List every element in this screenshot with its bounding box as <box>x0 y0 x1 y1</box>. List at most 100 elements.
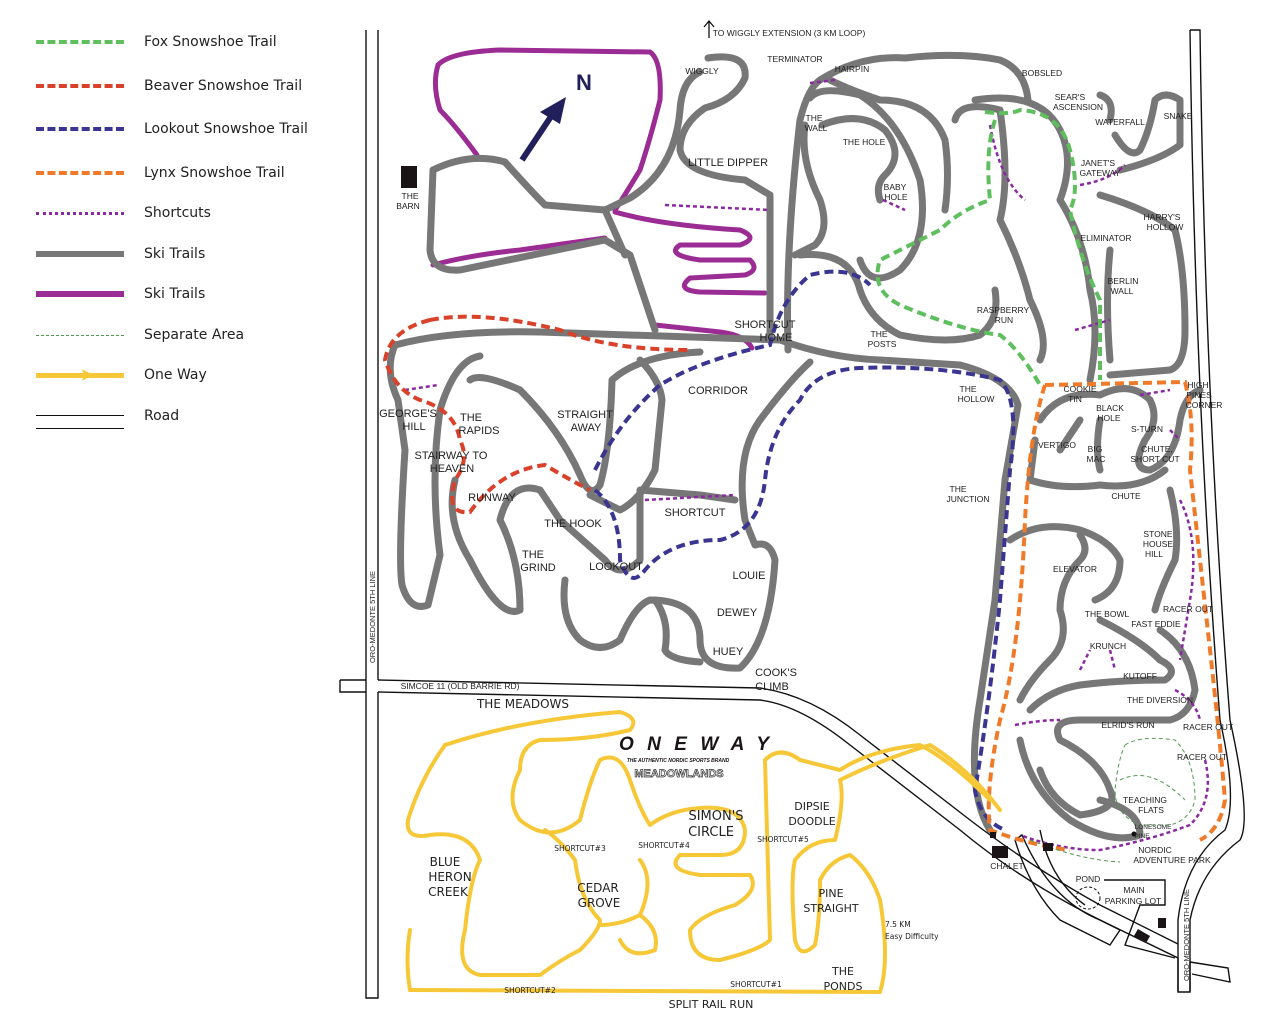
legend-label: Beaver Snowshoe Trail <box>144 78 303 94</box>
roads <box>339 29 1245 999</box>
legend-label: Lynx Snowshoe Trail <box>144 165 285 181</box>
label: HOME <box>760 332 793 344</box>
label: 7.5 KM <box>885 920 911 929</box>
label: TO WIGGLY EXTENSION (3 KM LOOP) <box>713 28 866 38</box>
trail-louie-dewey <box>560 358 814 672</box>
trail-elevator <box>1006 523 1124 704</box>
label: RAPIDS <box>459 425 500 437</box>
label: WALL <box>1111 286 1134 296</box>
simcoe-road-south <box>339 680 1231 993</box>
label: HARRY'S <box>1144 212 1181 222</box>
trail-barn-south <box>426 166 659 334</box>
label: ELIMINATOR <box>1080 233 1131 243</box>
label: LOOKOUT <box>589 561 643 573</box>
label: MAIN <box>1123 885 1144 895</box>
label: BOBSLED <box>1022 68 1062 78</box>
barn-building-icon <box>401 166 417 188</box>
label: SHORTCUT <box>735 319 796 331</box>
legend-label: One Way <box>144 367 207 383</box>
label: SHORTCUT#2 <box>504 986 556 995</box>
oneway-logo: ONEWAY THE AUTHENTIC NORDIC SPORTS BRAND… <box>619 734 771 780</box>
label: DEWEY <box>717 607 758 619</box>
legend-shortcuts: Shortcuts <box>36 203 211 223</box>
lookout-swatch-icon <box>36 127 124 131</box>
legend-label: Shortcuts <box>144 205 211 221</box>
legend-oneway: ➤ One Way <box>36 365 207 385</box>
gray-ski-trails <box>386 51 1204 842</box>
beaver-swatch-icon <box>36 84 124 88</box>
yellow-trail-west <box>405 743 602 977</box>
label: STONE <box>1143 529 1172 539</box>
label: WATERFALL <box>1095 117 1145 127</box>
yellow-trail-split-rail <box>405 928 412 992</box>
brand-tagline: THE AUTHENTIC NORDIC SPORTS BRAND <box>627 758 730 764</box>
label: RUN <box>995 315 1013 325</box>
label: SIMON'S <box>688 809 743 824</box>
building-icon <box>1158 918 1166 928</box>
label: PINES <box>1186 390 1212 400</box>
label: AWAY <box>571 422 602 434</box>
trail-bobsled-south <box>951 103 1047 364</box>
trail-barn-cross <box>601 206 629 259</box>
label: CORRIDOR <box>688 385 748 397</box>
road-swatch-icon <box>36 415 124 429</box>
trail-rapids <box>466 348 704 495</box>
trail-stone-house <box>1151 486 1181 614</box>
shortcut-georges <box>404 383 439 392</box>
left-road <box>365 30 379 999</box>
lynx-trail <box>986 379 1228 852</box>
label: HOUSE <box>1143 539 1174 549</box>
north-compass-icon: N <box>519 70 592 162</box>
label: STRAIGHT <box>557 409 613 421</box>
fox-trail-west <box>875 119 1042 386</box>
label: S-TURN <box>1131 424 1163 434</box>
trail-main-corridor <box>391 328 1022 834</box>
label: CORNER <box>1186 400 1223 410</box>
label: RASPBERRY <box>977 305 1030 315</box>
label: THE HOLE <box>843 137 886 147</box>
separate-area-teaching-flats <box>1029 737 1196 863</box>
label: COOKIE <box>1063 384 1096 394</box>
oneway-arrow-icon: ➤ <box>36 367 124 384</box>
buildings <box>401 166 1166 943</box>
trail-terminator <box>784 51 1032 354</box>
map-labels: TO WIGGLY EXTENSION (3 KM LOOP) WIGGLY T… <box>368 28 1233 1011</box>
legend-road: Road <box>36 406 180 429</box>
beaver-trail <box>382 314 691 515</box>
legend-label: Road <box>144 408 180 424</box>
label: CREEK <box>428 885 469 899</box>
fox-trail-east <box>984 107 1102 380</box>
label: HERON <box>428 870 471 884</box>
label: SNAKE <box>1164 111 1193 121</box>
label: BLACK <box>1096 403 1124 413</box>
trail-harrys-hollow <box>1096 191 1189 379</box>
label: SHORT CUT <box>1130 454 1179 464</box>
label: DOODLE <box>788 815 835 828</box>
label: THE DIVERSION <box>1127 695 1193 705</box>
shortcut-diversion <box>1078 649 1202 721</box>
label: SHORTCUT#1 <box>730 980 782 989</box>
trail-wall-inner <box>791 121 828 259</box>
label: HILL <box>402 421 425 433</box>
meadowlands-oneway-trails <box>405 710 1002 994</box>
label: KUTOFF <box>1123 671 1157 681</box>
label: LOUIE <box>732 570 765 582</box>
snowshoe-trails <box>382 107 1228 863</box>
purple-trail-squiggle <box>612 209 768 296</box>
label: THE <box>960 384 977 394</box>
shortcut-racer-out-1 <box>1178 499 1195 661</box>
label: SEAR'S <box>1055 92 1086 102</box>
brand-name: ONEWAY <box>619 734 771 755</box>
label: GATEWAY <box>1080 168 1121 178</box>
legend-ski-purple: Ski Trails <box>36 284 205 304</box>
label: COOK'S <box>755 667 797 679</box>
chalet-building-icon <box>992 846 1008 858</box>
shortcut-swatch-icon <box>36 211 124 215</box>
up-arrow-icon <box>703 19 715 38</box>
label: TIN <box>1068 394 1082 404</box>
label: JUNCTION <box>947 494 990 504</box>
legend-separate: Separate Area <box>36 325 244 345</box>
purple-trail-barn <box>430 235 608 268</box>
label: CIRCLE <box>688 825 734 840</box>
